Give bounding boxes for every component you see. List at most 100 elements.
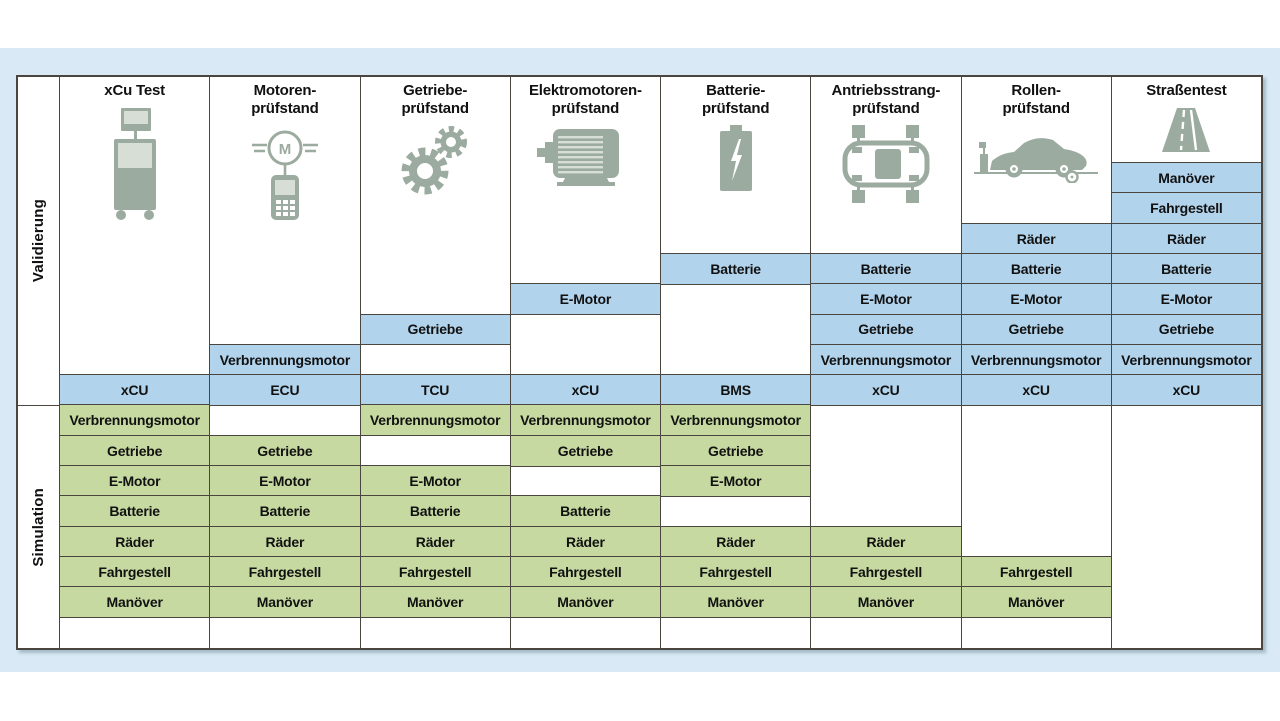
validation-cell-bms: BMS [661, 374, 811, 406]
validation-cell-e-motor: E-Motor [961, 283, 1111, 316]
engine-dyno-icon: M [251, 125, 318, 225]
validation-cell-e-motor: E-Motor [811, 283, 961, 316]
validation-cell-xcu: xCU [961, 374, 1111, 406]
simulation-cell-verbrennungsmotor: Verbrennungsmotor [360, 404, 510, 437]
column-header-batteriepruefstand: Batterie-prüfstand [661, 77, 810, 191]
column-title-line: Elektromotoren- [528, 82, 642, 99]
simulation-cell-getriebe: Getriebe [661, 434, 811, 467]
simulation-cell-räder: Räder [661, 525, 811, 558]
simulation-cell-getriebe: Getriebe [510, 434, 660, 467]
simulation-cell-räder: Räder [510, 525, 660, 558]
column-title-line: Motoren- [253, 82, 317, 99]
svg-text:M: M [279, 141, 292, 158]
simulation-cell-verbrennungsmotor: Verbrennungsmotor [60, 404, 210, 437]
validation-cell-batterie: Batterie [1111, 252, 1261, 285]
validation-cell-xcu: xCU [811, 374, 961, 406]
column-title: Rollen-prüfstand [1002, 82, 1070, 117]
validation-cell-batterie: Batterie [661, 252, 811, 285]
validation-cell-batterie: Batterie [811, 252, 961, 285]
validation-cell-verbrennungsmotor: Verbrennungsmotor [811, 343, 961, 376]
simulation-cell-batterie: Batterie [210, 495, 360, 528]
simulation-section-label: Simulation [30, 487, 47, 567]
simulation-section-label-cell: Simulation [18, 406, 59, 648]
chassis-dyno-icon [974, 125, 1099, 184]
column-title: xCu Test [104, 82, 165, 100]
validation-cell-tcu: TCU [360, 374, 510, 406]
validation-section-label: Validierung [30, 199, 47, 283]
validation-cell-e-motor: E-Motor [1111, 283, 1261, 316]
simulation-cell-fahrgestell: Fahrgestell [210, 555, 360, 588]
simulation-cell-fahrgestell: Fahrgestell [360, 555, 510, 588]
simulation-cell-räder: Räder [60, 525, 210, 558]
validation-cell-verbrennungsmotor: Verbrennungsmotor [961, 343, 1111, 376]
validation-cell-räder: Räder [1111, 222, 1261, 255]
drivetrain-car-icon [840, 125, 932, 203]
simulation-cell-fahrgestell: Fahrgestell [661, 555, 811, 588]
validation-cell-getriebe: Getriebe [360, 313, 510, 346]
column-header-getriebepruefstand: Getriebe-prüfstand [361, 77, 510, 195]
column-title-line: Antriebsstrang- [831, 82, 941, 99]
validation-cell-verbrennungsmotor: Verbrennungsmotor [210, 343, 360, 376]
validation-cell-xcu: xCU [510, 374, 660, 406]
validation-cell-manöver: Manöver [1111, 162, 1261, 194]
column-header-rollenpruefstand: Rollen-prüfstand [962, 77, 1111, 184]
column-title-line: prüfstand [551, 99, 620, 117]
column-title-line: prüfstand [852, 99, 920, 117]
validation-cell-xcu: xCU [60, 374, 210, 406]
simulation-cell-e-motor: E-Motor [60, 465, 210, 497]
column-title-line: xCu Test [104, 82, 165, 99]
simulation-cell-batterie: Batterie [510, 495, 660, 528]
simulation-cell-räder: Räder [360, 525, 510, 558]
column-title: Straßentest [1146, 82, 1227, 100]
simulation-cell-fahrgestell: Fahrgestell [510, 555, 660, 588]
validation-cell-getriebe: Getriebe [961, 313, 1111, 346]
simulation-cell-batterie: Batterie [360, 495, 510, 528]
column-title-line: prüfstand [401, 99, 469, 117]
simulation-cell-manöver: Manöver [811, 586, 961, 619]
validation-cell-xcu: xCU [1111, 374, 1261, 406]
validation-cell-getriebe: Getriebe [811, 313, 961, 346]
column-header-xcu-test: xCu Test [60, 77, 209, 222]
simulation-cell-manöver: Manöver [510, 586, 660, 619]
column-header-antriebsstrangpruefstand: Antriebsstrang-prüfstand [811, 77, 960, 203]
section-label-column: Validierung Simulation [18, 77, 60, 648]
road-icon [1158, 107, 1214, 152]
simulation-cell-manöver: Manöver [360, 586, 510, 619]
simulation-cell-e-motor: E-Motor [210, 465, 360, 497]
test-rack-icon [112, 107, 158, 222]
simulation-cell-e-motor: E-Motor [661, 465, 811, 497]
electric-motor-icon [537, 125, 633, 187]
column-title: Getriebe-prüfstand [401, 82, 469, 117]
simulation-cell-verbrennungsmotor: Verbrennungsmotor [510, 404, 660, 437]
column-title-line: prüfstand [1002, 99, 1070, 117]
simulation-cell-manöver: Manöver [210, 586, 360, 619]
simulation-cell-räder: Räder [811, 525, 961, 558]
simulation-cell-batterie: Batterie [60, 495, 210, 528]
column-title: Batterie-prüfstand [701, 82, 770, 117]
simulation-cell-verbrennungsmotor: Verbrennungsmotor [661, 404, 811, 437]
column-title: Motoren-prüfstand [251, 82, 319, 117]
validation-cell-batterie: Batterie [961, 252, 1111, 285]
column-title: Antriebsstrang-prüfstand [832, 82, 941, 117]
column-title-line: prüfstand [701, 99, 770, 117]
validation-cell-e-motor: E-Motor [510, 283, 660, 316]
column-header-strassentest: Straßentest [1112, 77, 1261, 152]
simulation-cell-manöver: Manöver [661, 586, 811, 619]
validation-cell-verbrennungsmotor: Verbrennungsmotor [1111, 343, 1261, 376]
simulation-cell-räder: Räder [210, 525, 360, 558]
simulation-cell-getriebe: Getriebe [210, 434, 360, 467]
column-title-line: Rollen- [1011, 82, 1061, 99]
validation-cell-räder: Räder [961, 222, 1111, 255]
column-title-line: prüfstand [251, 99, 319, 117]
simulation-cell-manöver: Manöver [961, 586, 1111, 619]
